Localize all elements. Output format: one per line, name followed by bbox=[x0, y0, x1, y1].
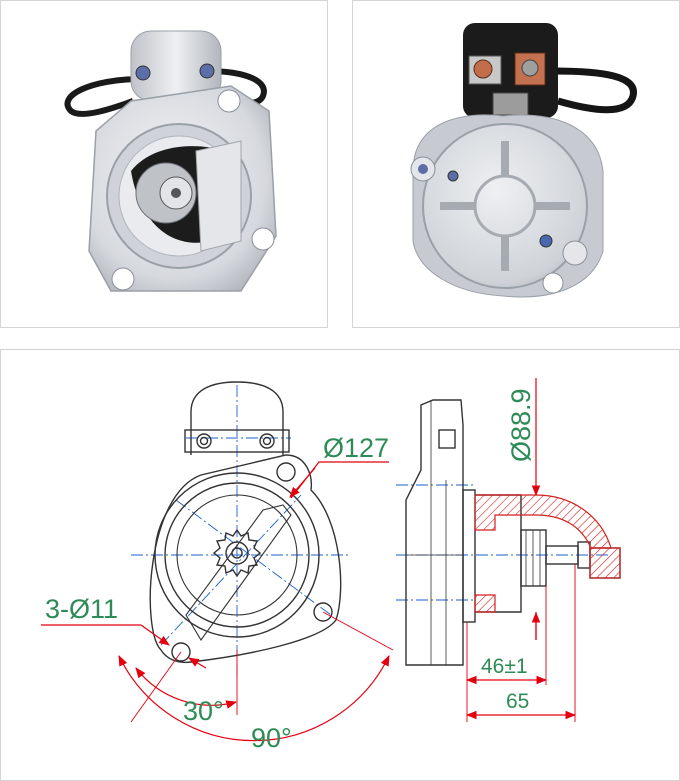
mount-hole bbox=[542, 272, 564, 294]
flange-plate-side bbox=[462, 489, 476, 623]
starter-photo-rear bbox=[352, 0, 680, 328]
hatched-nose-section-bottom bbox=[474, 594, 496, 613]
solenoid-base bbox=[492, 92, 529, 116]
pinion-shaft-circle bbox=[231, 547, 243, 559]
flange-hole bbox=[217, 89, 241, 113]
dim-label-bolt-holes: 3-Ø11 bbox=[45, 594, 118, 624]
dim-leader-flange-diameter bbox=[290, 461, 389, 499]
terminal-nut bbox=[521, 59, 539, 77]
technical-drawing: 3-Ø11 Ø127 30° 90° Ø88.9 46±1 65 bbox=[0, 349, 680, 781]
flange-bolt-hole bbox=[276, 462, 296, 482]
dim-label-pinion-offset: 46±1 bbox=[481, 655, 528, 678]
solenoid-bolt-core bbox=[199, 436, 209, 446]
side-view bbox=[396, 399, 621, 666]
dim-label-overall-length: 65 bbox=[506, 690, 529, 713]
nose-mid-circle bbox=[164, 482, 310, 628]
dim-extension-90deg-right bbox=[322, 611, 394, 651]
hatched-shaft-end bbox=[589, 547, 621, 579]
starter-photo-front bbox=[0, 0, 328, 328]
through-bolt bbox=[418, 164, 428, 174]
dim-label-angle-90: 90° bbox=[251, 723, 292, 753]
pinion-side bbox=[520, 529, 547, 587]
flange-hole bbox=[251, 227, 275, 251]
nose-outer-circle bbox=[154, 472, 320, 638]
flange-outline bbox=[149, 454, 342, 664]
centerlines bbox=[131, 385, 351, 680]
side-view-dimensions bbox=[465, 378, 577, 722]
pinion-shaft bbox=[171, 188, 181, 198]
dim-extension-90deg bbox=[130, 651, 182, 723]
solenoid-bolt-outline bbox=[196, 433, 212, 449]
dim-arc-90deg bbox=[118, 655, 390, 742]
dimension-drawing-svg: 3-Ø11 Ø127 30° 90° Ø88.9 46±1 65 bbox=[41, 378, 621, 753]
starter-rear-illustration bbox=[410, 23, 637, 298]
pinion-hub-circle bbox=[225, 541, 249, 565]
terminal-nut-copper bbox=[473, 59, 493, 79]
nose-inner-circle bbox=[176, 494, 298, 616]
mount-ear bbox=[562, 240, 588, 266]
dim-arc-30deg bbox=[135, 667, 238, 709]
solenoid-bolt-outline bbox=[259, 433, 275, 449]
through-bolt bbox=[539, 234, 553, 248]
dim-label-pilot-diameter: Ø88.9 bbox=[506, 388, 536, 462]
solenoid-cap bbox=[463, 23, 558, 118]
hatched-nose-section-top bbox=[474, 494, 612, 549]
starter-front-illustration bbox=[64, 30, 277, 292]
wire-harness bbox=[552, 67, 637, 114]
through-bolt bbox=[447, 170, 459, 182]
dim-label-flange-diameter: Ø127 bbox=[323, 433, 389, 463]
front-view bbox=[131, 381, 351, 680]
flange-hole bbox=[111, 267, 135, 291]
lever-slot bbox=[185, 504, 292, 641]
solenoid-terminal-side bbox=[438, 429, 456, 449]
lever-cover bbox=[195, 140, 242, 252]
solenoid-bolt-core bbox=[262, 436, 272, 446]
solenoid-bolt bbox=[199, 63, 215, 79]
dim-arrow-flange-diameter bbox=[289, 467, 316, 498]
wire-harness bbox=[64, 76, 142, 117]
flange-bolt-hole bbox=[313, 602, 333, 622]
front-view-dimensions bbox=[41, 461, 394, 742]
pinion-gear-outline bbox=[212, 528, 262, 578]
dim-arrow-bolt-holes-2 bbox=[188, 657, 207, 669]
solenoid-band bbox=[184, 429, 290, 453]
dim-label-angle-30: 30° bbox=[183, 696, 224, 726]
section-hatching bbox=[474, 494, 621, 613]
dim-arrow-bolt-holes bbox=[140, 624, 170, 646]
solenoid-bolt bbox=[135, 65, 151, 81]
solenoid-outline bbox=[190, 381, 284, 455]
